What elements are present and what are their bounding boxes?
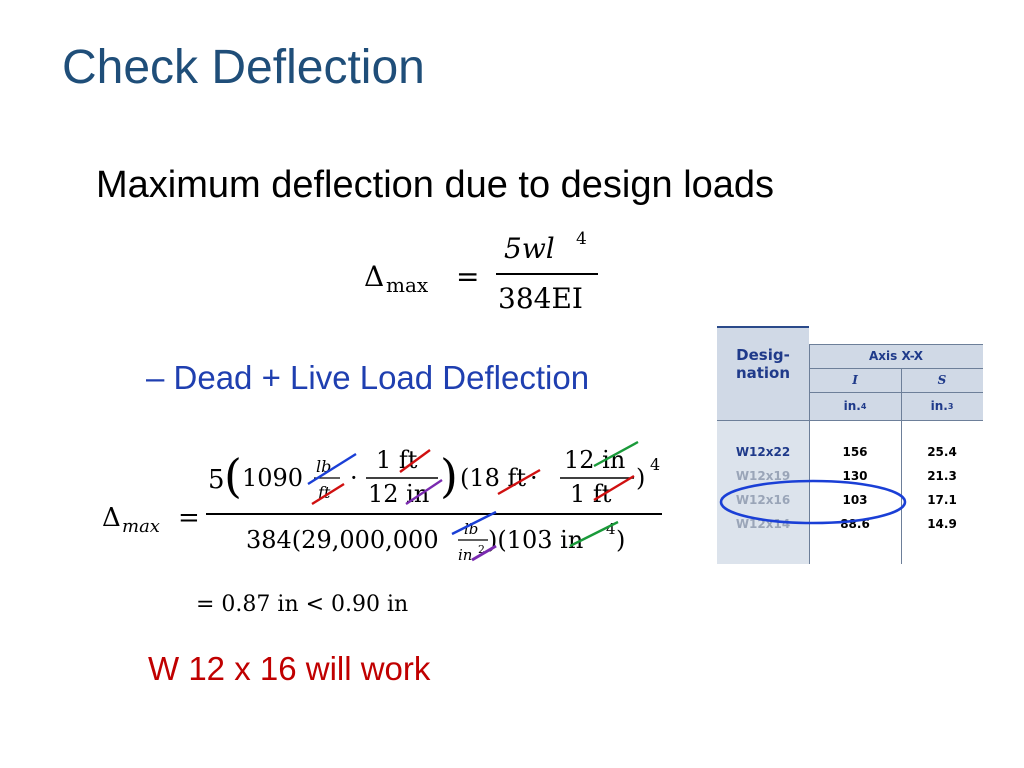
- calc-load-value: 1090: [242, 464, 303, 492]
- cancel-stroke-blue-2: [451, 510, 497, 536]
- row-I: 156: [842, 445, 868, 459]
- row-S: 21.3: [927, 469, 957, 483]
- cancel-stroke-red-3: [497, 468, 541, 496]
- calc-left-paren: (: [224, 449, 242, 503]
- calc-right-paren: ): [440, 449, 458, 503]
- calc-unit-ft: ft: [317, 483, 331, 502]
- row-S: 17.1: [927, 493, 957, 507]
- row-designation: W12x22: [735, 445, 791, 459]
- cancel-stroke-red-1: [311, 482, 345, 506]
- formula-denominator: 384EI: [498, 282, 583, 315]
- deflection-formula: Δ max = 5wl 4 384EI: [364, 229, 598, 315]
- col-I-header: I: [852, 373, 858, 387]
- formula-delta: Δ: [364, 260, 384, 293]
- row-I: 130: [842, 469, 868, 483]
- cancel-stroke-purple-1: [405, 479, 443, 505]
- calc-delta: Δ: [102, 503, 121, 533]
- cancel-stroke-green-1: [593, 440, 639, 468]
- calc-den-unit-lb: lb: [464, 520, 478, 538]
- cancel-stroke-green-2: [569, 520, 619, 548]
- slide-subtitle: Maximum deflection due to design loads: [96, 164, 775, 206]
- calc-close-paren: ): [636, 464, 645, 492]
- conclusion-text: W 12 x 16 will work: [148, 650, 431, 687]
- calc-equals: =: [178, 503, 200, 533]
- calc-result: = 0.87 in < 0.90 in: [196, 592, 409, 617]
- row-S: 25.4: [927, 445, 957, 459]
- cancel-stroke-red-2: [399, 449, 431, 473]
- calc-den-unit-in: in: [458, 546, 472, 564]
- axis-header: Axis X-X: [869, 349, 923, 363]
- unit-S: in.3: [930, 399, 954, 413]
- calc-dot-1: ·: [350, 464, 358, 492]
- calc-dot-2: ·: [530, 464, 538, 492]
- row-designation: W12x16: [735, 493, 791, 507]
- calc-den-unit-exp: 2: [478, 543, 485, 556]
- formula-numerator: 5wl: [504, 232, 555, 265]
- designation-header: Desig- nation: [735, 346, 791, 382]
- designation-header-bg: [717, 326, 809, 420]
- slide-title: Check Deflection: [62, 41, 425, 94]
- calc-span: (18 ft: [460, 464, 526, 492]
- axis-header-bg: [809, 344, 983, 420]
- cancel-stroke-purple-2: [471, 544, 497, 562]
- calc-den-text: 384(29,000,000: [246, 526, 439, 554]
- calc-den-inertia-exp: 4: [606, 520, 616, 538]
- calc-frac3-top: 12 in: [564, 446, 625, 474]
- highlight-circle: [719, 479, 907, 525]
- formula-equals: =: [456, 260, 479, 293]
- col-S-header: S: [937, 373, 947, 387]
- formula-numerator-exponent: 4: [576, 229, 587, 249]
- row-designation: W12x19: [735, 469, 791, 483]
- row-I: 103: [842, 493, 868, 507]
- bullet-dead-live: – Dead + Live Load Deflection: [146, 359, 590, 396]
- formula-subscript: max: [386, 273, 429, 297]
- cancel-stroke-blue: [307, 452, 357, 486]
- calc-frac2-top: 1 ft: [376, 446, 418, 474]
- calc-power: 4: [650, 455, 660, 474]
- calc-den-close: ): [616, 526, 625, 554]
- calc-coefficient: 5: [208, 465, 225, 495]
- calc-subscript: max: [122, 516, 160, 537]
- section-properties-table: Desig- nation Axis X-X I S in.4 in.3 W12…: [717, 326, 983, 564]
- deflection-calculation: Δ max = 5 ( 1090 lb ft · 1 ft 12 in ) (1…: [102, 440, 662, 564]
- cancel-stroke-red-4: [593, 474, 635, 502]
- unit-I: in.4: [843, 399, 867, 413]
- row-S: 14.9: [927, 517, 957, 531]
- calc-den-inertia: )(103 in: [488, 526, 583, 554]
